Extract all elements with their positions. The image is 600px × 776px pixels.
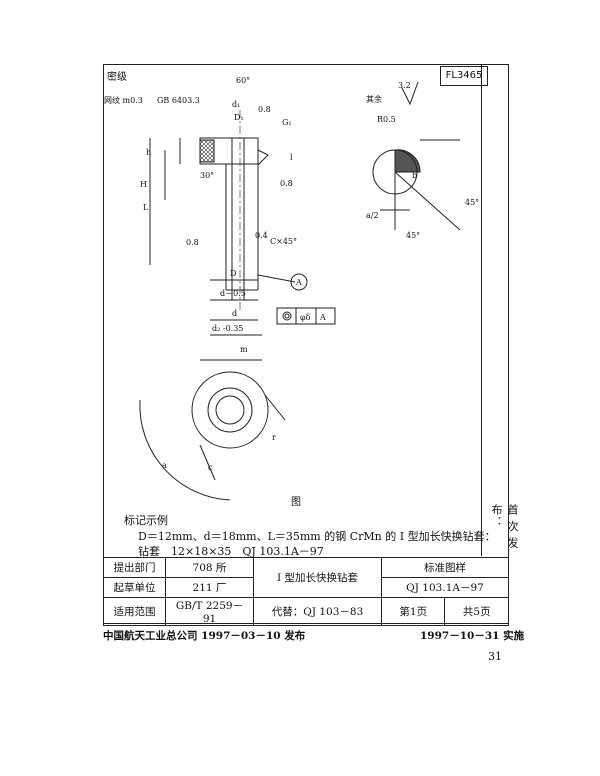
D1-label: D₁ — [234, 113, 244, 122]
b-label: b — [412, 171, 417, 180]
cell-total-pages: 共5页 — [444, 597, 509, 626]
angle-45-right: 45° — [465, 198, 479, 207]
knurl-region — [199, 139, 215, 163]
l-label: l — [290, 153, 293, 162]
footer-effective: 1997－10－31 实施 — [420, 630, 525, 642]
a-half-label: a/2 — [366, 211, 379, 220]
secret-label: 密级 — [107, 72, 127, 83]
first-release-label: 首 次 发 布： — [490, 504, 519, 549]
technical-drawing: 60° 网纹 m0.3 GB 6403.3 d₁ D₁ G₁ h H L l 3… — [104, 76, 479, 508]
footer-issuer: 中国航天工业总公司 1997－03－10 发布 — [103, 630, 306, 642]
tolerance-datum: A — [319, 313, 326, 322]
cell-standard-no: QJ 103.1A－97 — [381, 577, 509, 598]
d-minus-label: d－0.5 — [220, 289, 246, 298]
cell-title: Ⅰ 型加长快换钻套 — [253, 557, 382, 598]
cell-drafter: 211 厂 — [165, 577, 254, 598]
cell-scope: GB/T 2259－91 — [165, 597, 254, 626]
figure-caption: 图 — [291, 496, 301, 508]
L-label: L — [143, 203, 149, 212]
side-strip: 首 次 发 布： — [481, 64, 519, 556]
d2-label: d₂ -0.35 — [212, 324, 243, 333]
d1-label: d₁ — [232, 100, 240, 109]
example-line-1: D＝12mm、d＝18mm、L＝35mm 的钢 CrMn 的 Ⅰ 型加长快换钻套… — [138, 530, 496, 543]
cell-proposer-label: 提出部门 — [103, 557, 166, 578]
r05-label: R0.5 — [377, 115, 396, 124]
angle-30-label: 30° — [200, 171, 214, 180]
datum-a-label: A — [295, 278, 302, 287]
ra-08-right: 0.8 — [280, 179, 293, 188]
gb-label: GB 6403.3 — [157, 96, 200, 105]
ra-08-top: 0.8 — [258, 105, 271, 114]
ra-04-label: 0.4 — [255, 231, 268, 240]
h-label: h — [146, 148, 151, 157]
tolerance-symbol: φδ — [300, 313, 311, 322]
cell-scope-label: 适用范围 — [103, 597, 166, 626]
example-line-2: 钻套 12×18×35 QJ 103.1A－97 — [138, 545, 324, 558]
chamfer-label: C×45° — [270, 237, 297, 246]
cell-drafter-label: 起草单位 — [103, 577, 166, 598]
page-number: 31 — [488, 650, 502, 663]
a-label: a — [162, 461, 167, 470]
cell-standard-drawing: 标准图样 — [381, 557, 509, 578]
H-label: H — [140, 180, 147, 189]
example-title: 标记示例 — [124, 514, 168, 527]
title-block: 提出部门 708 所 Ⅰ 型加长快换钻套 标准图样 起草单位 211 厂 QJ … — [103, 557, 509, 626]
document-code: FL3465 — [440, 66, 488, 86]
angle-60-label: 60° — [236, 76, 250, 85]
knurl-label: 网纹 m0.3 — [104, 95, 143, 105]
cell-proposer: 708 所 — [165, 557, 254, 578]
c-label: c — [208, 463, 213, 472]
cell-page: 第1页 — [380, 597, 446, 626]
G1-label: G₁ — [282, 118, 292, 127]
d-label: d — [232, 309, 237, 318]
angle-45-bottom: 45° — [406, 231, 420, 240]
m-label: m — [240, 345, 248, 354]
D-label: D — [230, 269, 236, 278]
r-label: r — [272, 433, 276, 442]
rest-label: 其余 — [366, 94, 382, 104]
cell-replaces: 代替：QJ 103－83 — [253, 597, 382, 626]
ra-08-left: 0.8 — [186, 238, 199, 247]
ra-32-label: 3.2 — [398, 81, 411, 90]
